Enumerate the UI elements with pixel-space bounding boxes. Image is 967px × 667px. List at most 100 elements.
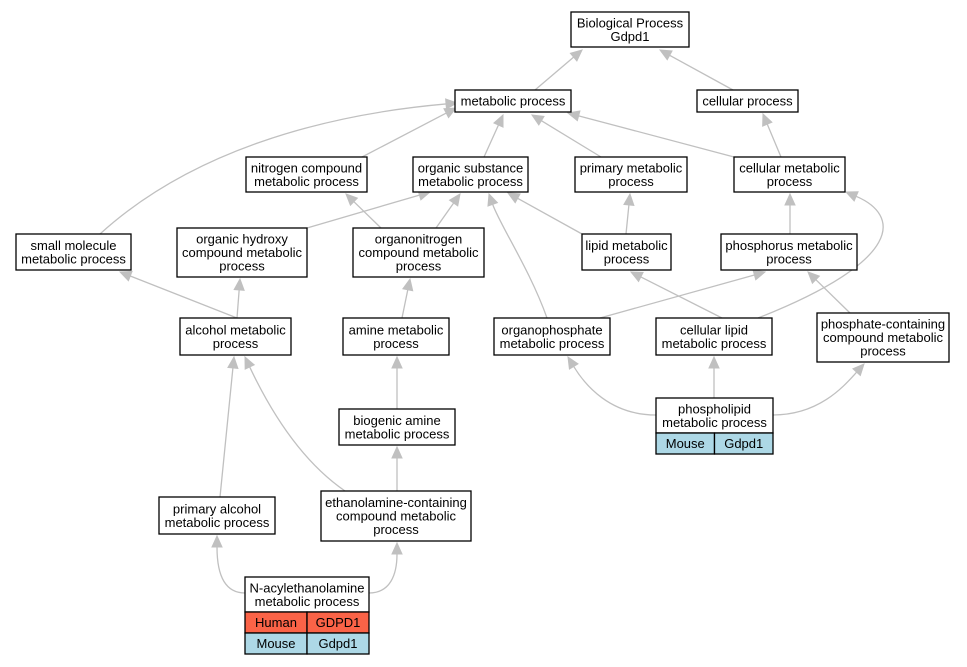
edge-primary_alcohol-to-alcohol_metabolic [219,355,239,498]
node-label-line: Gdpd1 [610,29,649,44]
edge-arrowhead [567,355,579,370]
edge-metabolic-to-bp [534,49,583,91]
node-label-line: process [767,174,813,189]
species-label: Mouse [256,636,295,651]
edge-small_molecule-to-metabolic [99,98,459,235]
edge-line [236,289,240,319]
node-label-line: process [608,174,654,189]
edge-line [625,204,630,235]
node-box [574,156,688,193]
edge-arrowhead [762,112,773,127]
edge-arrowhead [345,193,359,207]
node-label-line: phosphate-containing [821,317,945,332]
node-label-line: process [219,259,265,274]
edge-phospholipid-to-cellular_lipid [708,355,720,398]
edge-organophosphate-to-organic_substance [487,192,548,319]
node-box [655,317,773,356]
edge-line [249,366,346,492]
edge-alcohol_metabolic-to-organic_hydroxy [233,277,245,319]
edge-line [353,201,382,229]
node-label-line: process [373,336,419,351]
edge-arrowhead [448,193,461,207]
edge-arrowhead [784,192,796,206]
edge-organophosphate-to-phosphorus_metabolic [599,269,767,319]
edge-line [99,103,447,235]
edge-nae-to-primary_alcohol [211,534,246,594]
node-box [733,156,846,193]
gene-label: GDPD1 [316,615,361,630]
edge-primary_metabolic-to-metabolic [530,114,602,158]
node-box [454,89,572,113]
node-label-line: metabolic process [345,426,450,441]
node-label-line: phospholipid [678,401,751,416]
edge-line [361,112,447,158]
node-box [581,233,672,271]
node-box [179,317,292,356]
edge-arrowhead [629,271,644,283]
node-box [342,317,450,356]
node-label-line: process [766,251,812,266]
edge-line [766,123,782,158]
edge-line [435,202,455,229]
node-label-line: metabolic process [662,415,767,430]
node-label-line: compound metabolic [336,509,456,524]
node-box [655,397,774,434]
node-label-line: organonitrogen [375,232,462,247]
edge-organonitrogen-to-nitrogen [345,193,382,229]
node-label-line: metabolic process [254,174,359,189]
node-box [245,156,368,193]
species-cell-mouse: Mouse [655,432,716,455]
edge-cellular_lipid-to-lipid_metabolic [629,271,723,319]
edge-arrowhead [658,49,673,61]
edge-line [599,274,755,319]
edge-arrowhead [244,355,256,370]
node-cellular: cellular process [696,89,799,113]
edge-lipid_metabolic-to-organic_substance [506,192,583,235]
edge-line [757,195,884,319]
node-label-line: cellular metabolic [739,160,840,175]
node-label-line: process [373,522,419,537]
edge-arrowhead [506,192,521,204]
edge-line [815,279,851,314]
edge-line [640,276,723,319]
node-label-line: alcohol metabolic [185,322,286,337]
node-box [320,490,472,542]
species-cell-human: Human [244,611,308,634]
node-box [570,11,690,48]
edge-phosphorus_metabolic-to-cellular_metabolic [784,192,796,234]
node-label-line: compound metabolic [359,245,479,260]
edge-organic_substance-to-metabolic [483,113,504,158]
node-label-line: metabolic process [461,94,566,109]
gene-label: Gdpd1 [724,436,763,451]
node-label-line: organophosphate [501,322,602,337]
edge-amine_metabolic-to-organonitrogen [401,277,414,319]
edges-layer [99,49,884,594]
edge-phospholipid-to-organophosphate [567,355,657,416]
edge-arrowhead [623,192,635,207]
edge-line [219,367,234,498]
node-label-line: process [604,251,650,266]
edge-arrowhead [391,445,403,459]
node-box [338,408,456,446]
node-label-line: organic hydroxy [196,232,288,247]
edge-arrowhead [118,270,133,282]
gene-cell-bg [713,432,774,455]
node-label-line: nitrogen compound [251,160,362,175]
edge-ethanolamine-to-alcohol_metabolic [244,355,346,492]
edge-line [573,366,657,416]
